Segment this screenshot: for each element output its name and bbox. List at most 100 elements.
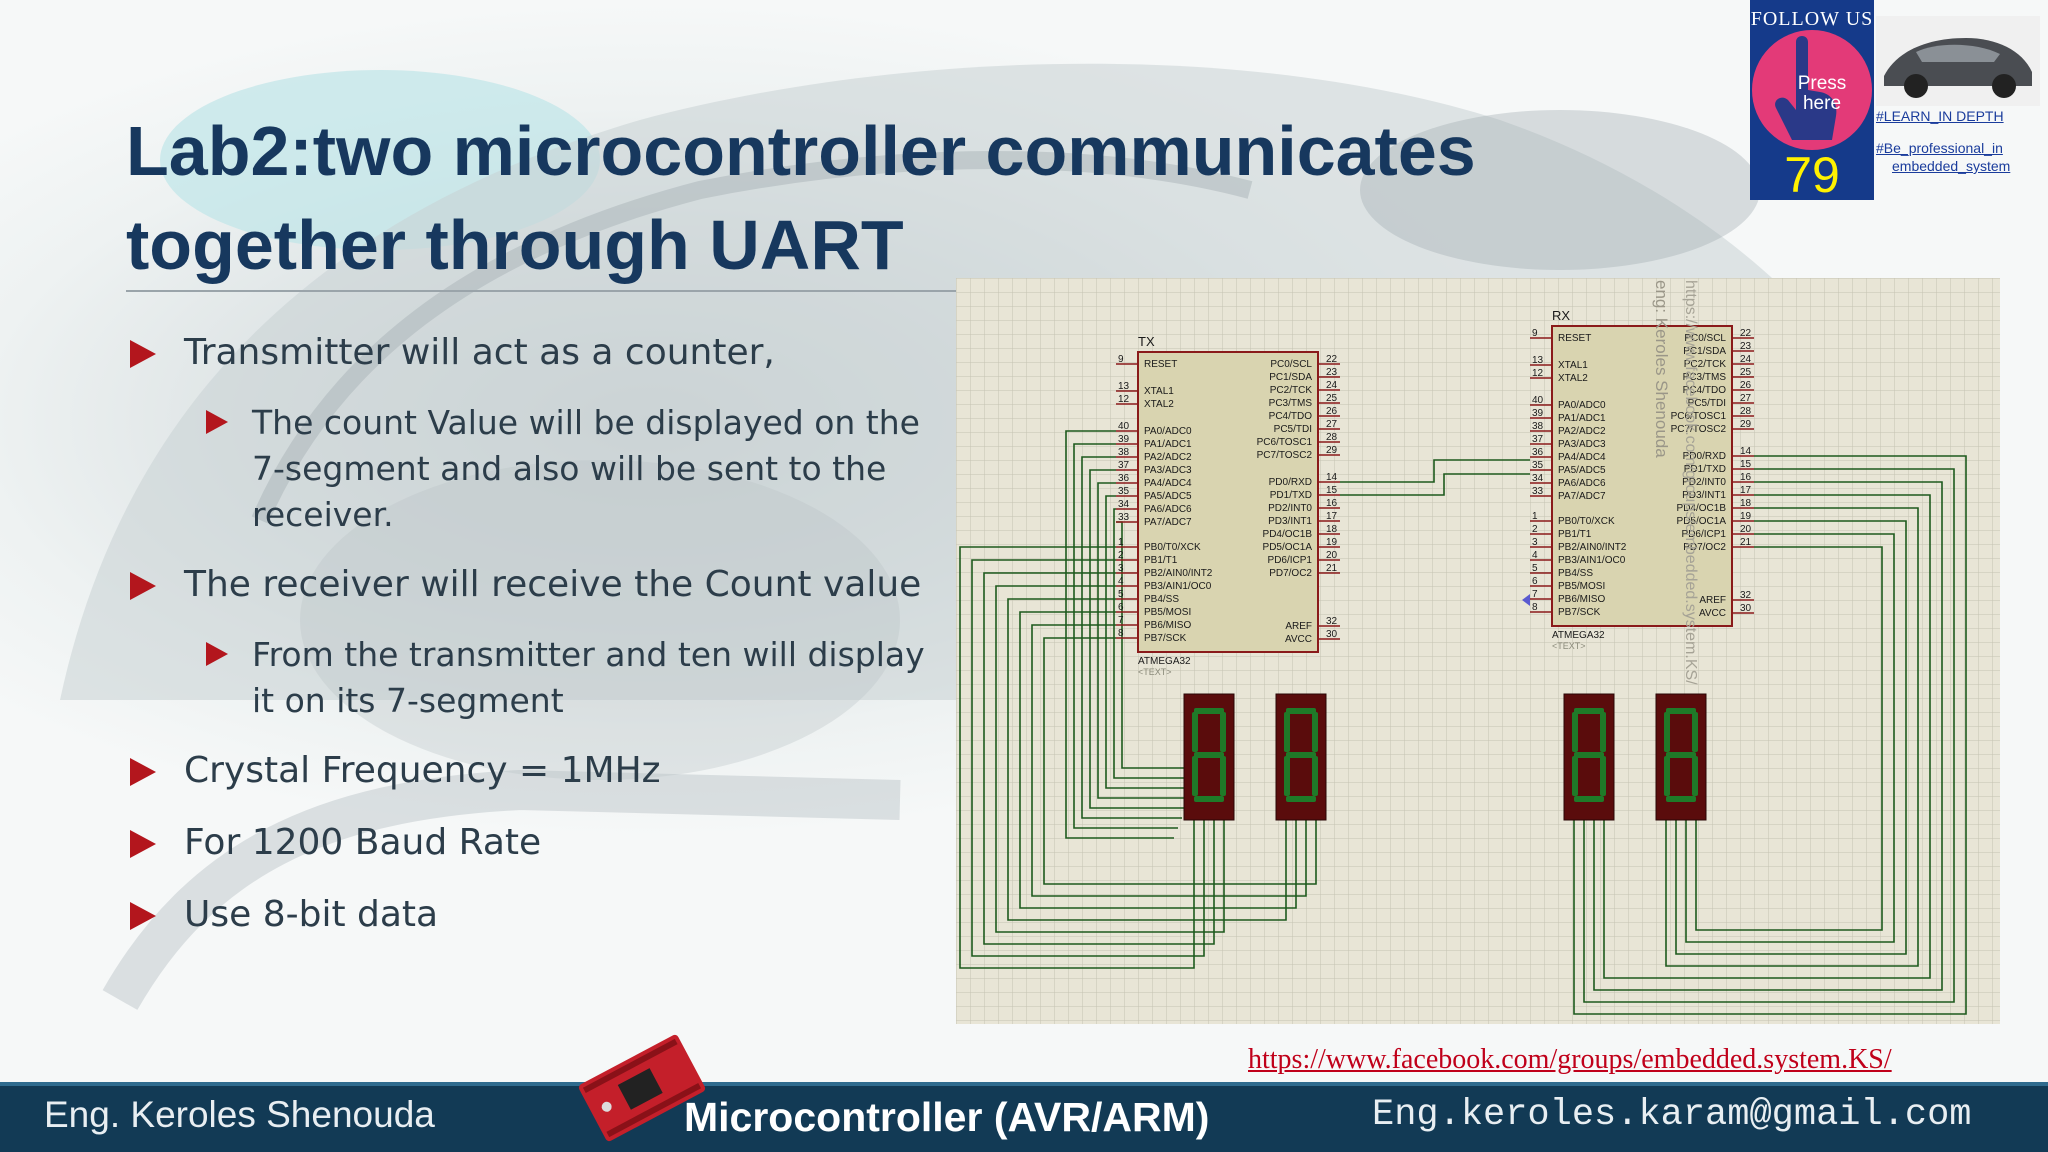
title-line-2: together through UART <box>126 206 904 284</box>
press-here-label: Press here <box>1797 73 1847 114</box>
pin-number: 9 <box>1118 354 1124 365</box>
pin-name: PC4/TDO <box>1683 385 1727 396</box>
pin-name: PA4/ADC4 <box>1144 478 1192 489</box>
tx-segment-wire <box>1031 624 1307 897</box>
pin-name: AVCC <box>1699 608 1726 619</box>
pin-number: 37 <box>1532 434 1544 445</box>
pin-number: 2 <box>1118 550 1124 561</box>
pin-name: PC7/TOSC2 <box>1671 424 1727 435</box>
segment-bar <box>1192 756 1198 796</box>
title-divider <box>126 290 1296 292</box>
pin-name: RESET <box>1558 333 1591 344</box>
pin-name: PC1/SDA <box>1683 346 1726 357</box>
sub-bullet-item: From the transmitter and ten will displa… <box>126 632 926 724</box>
pin-name: PA4/ADC4 <box>1558 452 1606 463</box>
segment-bar <box>1286 796 1316 802</box>
pin-name: PB3/AIN1/OC0 <box>1144 581 1212 592</box>
pin-name: PB1/T1 <box>1144 555 1178 566</box>
segment-bar <box>1572 756 1578 796</box>
segment-bar <box>1664 756 1670 796</box>
follow-us-badge[interactable]: FOLLOW US Press here 79 <box>1750 0 1874 200</box>
pin-name: XTAL1 <box>1144 386 1174 397</box>
hashtag-embedded-system[interactable]: embedded_system <box>1892 158 2011 174</box>
pin-number: 26 <box>1326 406 1338 417</box>
pin-number: 2 <box>1532 524 1538 535</box>
tx-segment-wire <box>983 572 1215 945</box>
pin-name: PA0/ADC0 <box>1144 426 1192 437</box>
segment-bar <box>1666 796 1696 802</box>
chip-name: ATMEGA32 <box>1138 656 1191 667</box>
seven-segments <box>1183 693 1707 821</box>
pin-name: PD4/OC1B <box>1677 503 1727 514</box>
pin-number: 40 <box>1532 395 1544 406</box>
pin-name: PC2/TCK <box>1270 385 1313 396</box>
pin-name: PC4/TDO <box>1269 411 1313 422</box>
chip-text-placeholder: <TEXT> <box>1138 667 1172 677</box>
pin-name: PC0/SCL <box>1270 359 1312 370</box>
pin-number: 14 <box>1326 472 1338 483</box>
pin-number: 15 <box>1740 459 1752 470</box>
bullet-item: Crystal Frequency = 1MHz <box>126 748 926 794</box>
pin-number: 34 <box>1532 473 1544 484</box>
pin-name: PB4/SS <box>1558 568 1593 579</box>
pin-number: 24 <box>1326 380 1338 391</box>
hashtag-be-professional[interactable]: #Be_professional_in <box>1876 140 2003 156</box>
bullet-triangle-icon <box>130 902 156 930</box>
pin-name: PD4/OC1B <box>1263 529 1313 540</box>
pin-number: 17 <box>1326 511 1338 522</box>
bullet-item: Transmitter will act as a counter, <box>126 330 926 376</box>
pin-name: PD1/TXD <box>1270 490 1312 501</box>
rx-segment-wire <box>1675 520 1907 955</box>
tx-segment-wire-2 <box>1089 469 1186 809</box>
pin-number: 24 <box>1740 354 1752 365</box>
pin-name: PB3/AIN1/OC0 <box>1558 555 1626 566</box>
title-line-1: Lab2:two microcontroller communicates <box>126 112 1476 190</box>
pin-name: XTAL2 <box>1144 399 1174 410</box>
segment-bar <box>1666 752 1696 758</box>
uart-wire-rx <box>1340 459 1530 483</box>
pin-name: PA5/ADC5 <box>1144 491 1192 502</box>
pin-name: PD3/INT1 <box>1682 490 1726 501</box>
page-number: 79 <box>1784 147 1840 203</box>
rx-segment-wire <box>1573 455 1967 1015</box>
pin-name: PC5/TDI <box>1688 398 1726 409</box>
pin-number: 39 <box>1532 408 1544 419</box>
bullet-item: The receiver will receive the Count valu… <box>126 562 926 608</box>
pin-name: PB6/MISO <box>1558 594 1605 605</box>
pin-name: PB1/T1 <box>1558 529 1592 540</box>
pin-number: 4 <box>1118 576 1124 587</box>
schematic-watermark-url: https://www.facebook.com/groups/embedded… <box>1682 280 1699 685</box>
dev-board-image <box>578 1034 706 1142</box>
wires <box>959 430 1967 1015</box>
pin-number: 18 <box>1740 498 1752 509</box>
pin-number: 9 <box>1532 328 1538 339</box>
pin-name: PA2/ADC2 <box>1144 452 1192 463</box>
pin-name: PA3/ADC3 <box>1144 465 1192 476</box>
pin-number: 6 <box>1532 576 1538 587</box>
bullet-text: Use 8-bit data <box>184 894 439 935</box>
pin-name: AREF <box>1285 621 1312 632</box>
segment-bar <box>1286 752 1316 758</box>
pin-name: RESET <box>1144 359 1177 370</box>
pin-name: PD5/OC1A <box>1677 516 1727 527</box>
pin-name: XTAL1 <box>1558 360 1588 371</box>
rx-segment-wire <box>1583 468 1955 1003</box>
pin-name: PB5/MOSI <box>1558 581 1605 592</box>
sub-bullet-line: it on its 7-segment <box>252 681 564 720</box>
pin-number: 15 <box>1326 485 1338 496</box>
pin-number: 28 <box>1740 406 1752 417</box>
pin-name: PA0/ADC0 <box>1558 400 1606 411</box>
pin-name: PA1/ADC1 <box>1558 413 1606 424</box>
pin-number: 23 <box>1740 341 1752 352</box>
bullet-triangle-icon <box>130 340 156 368</box>
press-here-button[interactable]: Press here <box>1752 30 1872 150</box>
footer-accent-line <box>0 1082 2048 1086</box>
pin-number: 4 <box>1532 550 1538 561</box>
rx-segment-wire <box>1603 494 1931 979</box>
pin-name: PD2/INT0 <box>1682 477 1726 488</box>
sub-bullet-line: receiver. <box>252 495 394 534</box>
hashtag-learn-in-depth[interactable]: #LEARN_IN DEPTH <box>1876 108 2004 124</box>
facebook-group-link[interactable]: https://www.facebook.com/groups/embedded… <box>1248 1044 1892 1075</box>
tx-segment-wire <box>959 546 1195 969</box>
